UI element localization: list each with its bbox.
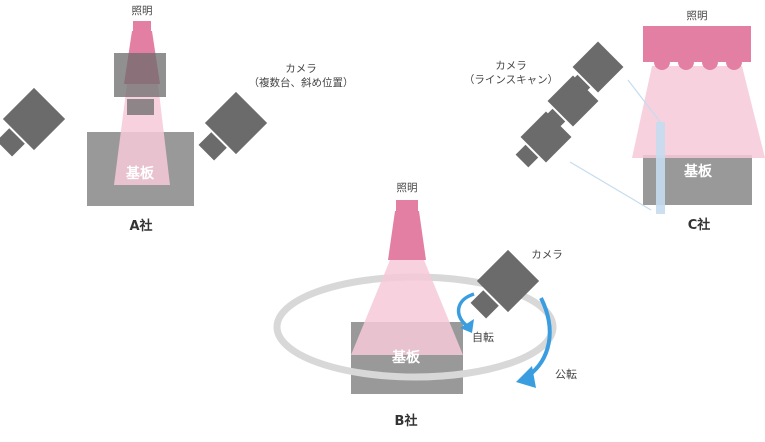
setup-b: 照明 カメラ 基板 自転 公転 B社 — [273, 182, 577, 429]
setup-a-left-camera — [0, 87, 66, 157]
setup-a-light-label: 照明 — [132, 5, 153, 17]
setup-a-board-label: 基板 — [126, 165, 155, 182]
setup-a-light-top — [133, 21, 151, 31]
setup-b-revolution-label: 公転 — [555, 368, 577, 381]
setup-b-orbit-front — [273, 326, 557, 381]
setup-b-light-label: 照明 — [397, 182, 418, 194]
setup-b-rotation-arrow — [456, 292, 475, 327]
setup-a-company-label: A社 — [129, 218, 152, 234]
setup-b-company-label: B社 — [395, 413, 418, 429]
setup-b-camera — [470, 249, 540, 319]
setup-c: 照明 カメラ （ラインスキャン） 基板 C社 — [464, 10, 765, 233]
setup-c-light-beam — [632, 66, 765, 158]
setup-c-sightline-bottom — [569, 161, 652, 211]
setup-c-sightline-top — [627, 79, 662, 124]
setup-b-light-top — [396, 200, 418, 211]
setup-c-scan-bar — [656, 122, 665, 214]
setup-b-light-beam — [351, 260, 463, 355]
setup-b-revolution-arrow — [526, 297, 552, 378]
setup-a: 照明 カメラ （複数台、斜め位置） 基板 A社 — [0, 5, 354, 234]
setup-b-rotation-label: 自転 — [472, 331, 494, 344]
setup-c-company-label: C社 — [688, 217, 711, 233]
setup-a-top-camera-lens — [127, 99, 154, 115]
setup-c-camera-label: カメラ — [495, 60, 527, 72]
setup-a-right-camera — [198, 91, 268, 161]
setup-b-rotation-arrowhead — [460, 319, 474, 333]
setup-c-camera-note: （ラインスキャン） — [464, 74, 558, 86]
setup-a-camera-note: （複数台、斜め位置） — [249, 76, 354, 89]
setup-c-light-label: 照明 — [687, 10, 708, 22]
setup-b-camera-label: カメラ — [531, 249, 563, 261]
setup-c-camera-3 — [515, 111, 572, 168]
setup-b-light-cone — [388, 211, 426, 260]
setup-c-light-scallops — [654, 54, 742, 70]
setup-c-board-label: 基板 — [684, 163, 713, 180]
setup-b-board-label: 基板 — [392, 349, 421, 366]
setup-b-revolution-arrowhead — [516, 366, 536, 388]
setup-a-camera-label: カメラ — [285, 63, 317, 75]
setup-a-top-camera — [114, 53, 166, 97]
